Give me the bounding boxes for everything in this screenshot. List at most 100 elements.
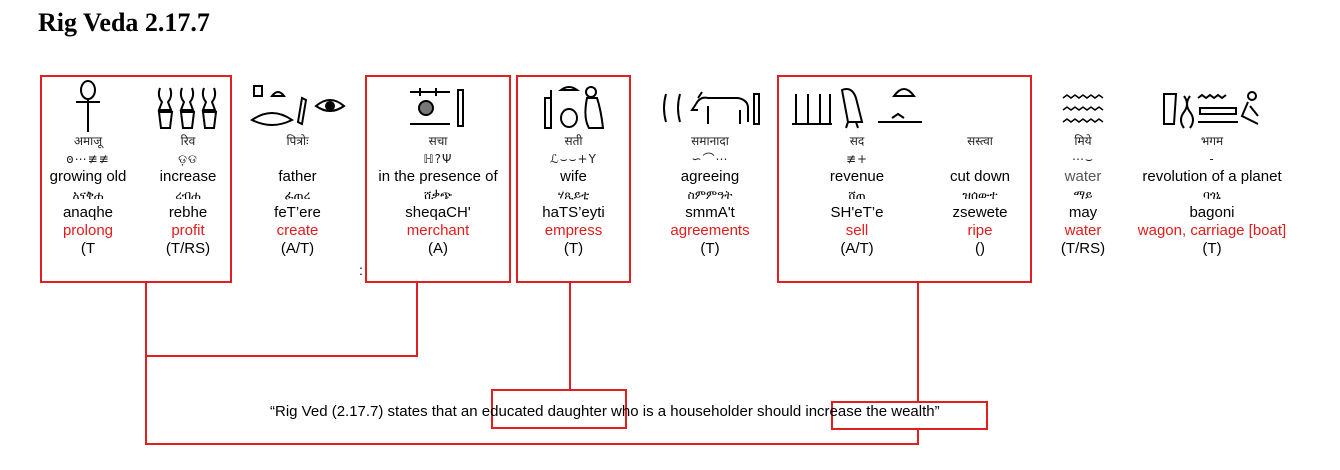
devanagari: मिये (1074, 134, 1092, 148)
translit: bagoni (1189, 204, 1235, 221)
geez: ባጎኒ (1202, 188, 1221, 202)
column-sastva: सस्त्वा cut down ዝሰውተ zsewete ripe () (930, 70, 1030, 258)
devanagari: सचा (428, 134, 448, 148)
column-miye: मिये ⋯⌣ water ማይ may water (T/RS) (1040, 70, 1126, 258)
code: (A/T) (280, 240, 315, 257)
meaning: merchant (406, 222, 470, 239)
devanagari: भगम (1200, 134, 1224, 148)
english: growing old (49, 168, 127, 185)
page-title: Rig Veda 2.17.7 (38, 8, 210, 37)
geez: አናቅሐ (72, 188, 104, 202)
translit: may (1068, 204, 1098, 221)
translit: smmA't (685, 204, 735, 221)
ancient-script: ℍ?Ψ (423, 152, 453, 166)
code: (T/RS) (1060, 240, 1106, 257)
translit: haTS’eyti (542, 204, 605, 221)
owl-bird-glyph-icon (792, 70, 922, 132)
geez: ረብሐ (175, 188, 201, 202)
ankh-glyph-icon (40, 70, 136, 132)
english: in the presence of (378, 168, 498, 185)
code: (T/RS) (165, 240, 211, 257)
box-sati (516, 75, 631, 283)
geez: ዝሰውተ (962, 188, 998, 202)
meaning: create (276, 222, 319, 239)
geez: ሃጺይቲ (557, 188, 590, 202)
column-sati: सती ℒ⌣⌣+Y wife ሃጺይቲ haTS’eyti empress (T… (518, 70, 629, 258)
connector-riva-sacha (145, 283, 418, 357)
geez: ሸቃጭ (423, 188, 453, 202)
code: (A/T) (840, 240, 874, 257)
ancient-script (240, 150, 355, 168)
ancient-script: ℒ⌣⌣+Y (550, 152, 597, 166)
devanagari: सद (849, 134, 865, 148)
column-samanada: समानादा ∽⌒⋯ agreeing ስምምዓት smmA't agreem… (650, 70, 770, 258)
meaning: profit (171, 222, 205, 239)
translit: feT’ere (274, 204, 321, 221)
column-sacha: सचा ℍ?Ψ in the presence of ሸቃጭ sheqaCH' … (367, 70, 509, 258)
code: (T (80, 240, 96, 257)
ox-glyph-icon (650, 70, 770, 132)
code: (T) (1202, 240, 1222, 257)
highlight-increase-wealth (831, 401, 988, 430)
english: revenue (829, 168, 885, 185)
english: father (278, 168, 317, 185)
devanagari: समानादा (691, 134, 729, 148)
devanagari: अमाजू (73, 134, 103, 148)
geez: ማይ (1073, 188, 1093, 202)
ancient-script (930, 150, 1030, 168)
three-vessels-glyph-icon (140, 70, 236, 132)
column-amaju: अमाजू ꙩ⋯≢≢ growing old አናቅሐ anaqhe prolo… (40, 70, 136, 258)
column-riva: रिव ଡ଼ଡ increase ረብሐ rebhe profit (T/RS) (140, 70, 236, 258)
english: increase (159, 168, 217, 185)
separator-colon: : (359, 262, 363, 278)
box-sada-sastva (777, 75, 1032, 283)
devanagari: सस्त्वा (967, 134, 993, 148)
meaning: ripe (967, 222, 993, 239)
sieve-glyph-icon (367, 70, 509, 132)
meaning: agreements (670, 222, 750, 239)
english: revolution of a planet (1142, 168, 1282, 185)
english: agreeing (680, 168, 740, 185)
column-sada: सद ≢+ revenue ሸጠ SH'eT’e sell (A/T) (792, 70, 922, 258)
translit: zsewete (952, 204, 1008, 221)
connector-riva-wealth (145, 356, 919, 445)
translit: anaqhe (62, 204, 114, 221)
devanagari: पित्रोः (286, 134, 309, 148)
highlight-educated-daughter (491, 389, 627, 429)
devanagari: सती (564, 134, 583, 148)
code: (T) (563, 240, 584, 257)
mouth-eye-glyph-icon (240, 70, 355, 132)
meaning: empress (544, 222, 603, 239)
column-pitroh: पित्रोः father ፈጠረ feT’ere create (A/T) (240, 70, 355, 258)
code: (A) (428, 240, 448, 257)
english: wife (560, 168, 587, 185)
boat-glyph-icon (1124, 70, 1300, 132)
ancient-script: ꙩ⋯≢≢ (66, 152, 110, 166)
box-sacha (365, 75, 511, 283)
box-amaju-riva (40, 75, 232, 283)
meaning: prolong (62, 222, 114, 239)
meaning: sell (845, 222, 869, 239)
code: (T) (700, 240, 720, 257)
ancient-script: ∽⌒⋯ (691, 152, 729, 166)
translit: sheqaCH' (405, 204, 471, 221)
quote-text: “Rig Ved (2.17.7) states that an educate… (270, 403, 940, 420)
geez: ስምምዓት (687, 188, 733, 202)
translit: rebhe (168, 204, 208, 221)
code: () (975, 240, 985, 257)
meaning: wagon, carriage [boat] (1137, 222, 1287, 239)
ancient-script: - (1209, 152, 1215, 166)
ancient-script: ⋯⌣ (1072, 152, 1094, 166)
ancient-script: ଡ଼ଡ (178, 152, 198, 166)
devanagari: रिव (180, 134, 196, 148)
geez: ሸጠ (848, 188, 866, 202)
geez: ፈጠረ (284, 188, 311, 202)
english: cut down (949, 168, 1011, 185)
english: water (1064, 168, 1102, 185)
water-ripple-glyph-icon (1040, 70, 1126, 132)
meaning: water (1064, 222, 1102, 239)
translit: SH'eT’e (830, 204, 884, 221)
ancient-script: ≢+ (845, 152, 869, 166)
